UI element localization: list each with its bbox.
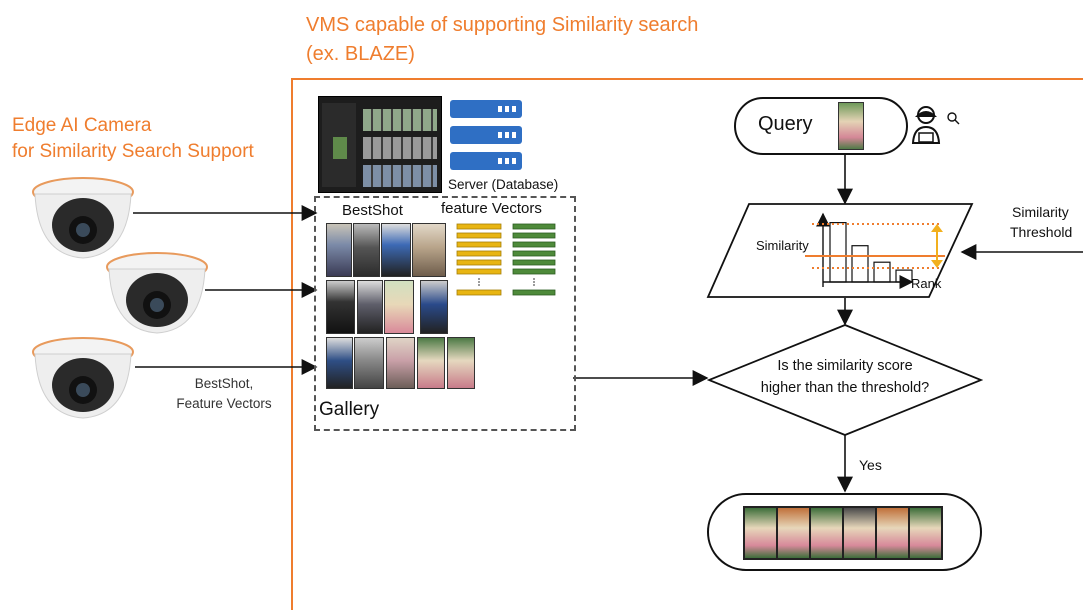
bestshot-image [326, 280, 355, 334]
vms-boundary [291, 78, 1083, 610]
bestshot-image [381, 223, 411, 277]
query-label: Query [758, 113, 813, 135]
bestshot-image [420, 280, 448, 334]
result-filmstrip [743, 506, 943, 560]
result-box [707, 493, 982, 571]
decision-text: Is the similarity score higher than the … [727, 355, 963, 399]
bestshot-image [386, 337, 415, 389]
decision-line1: Is the similarity score [777, 358, 913, 374]
yes-label: Yes [859, 457, 882, 473]
query-image [838, 102, 864, 150]
bestshot-image [384, 280, 414, 334]
dome-camera-3 [32, 337, 134, 419]
threshold-line2: Threshold [1010, 224, 1073, 240]
result-frame [910, 508, 941, 558]
user-search-icon [911, 106, 960, 144]
bestshot-label: BestShot [342, 202, 403, 219]
query-box [734, 97, 908, 155]
bestshot-image [326, 223, 352, 277]
similarity-bar [895, 269, 913, 283]
bestshot-image [412, 223, 446, 277]
decision-diamond [707, 324, 983, 436]
bestshot-image [357, 280, 383, 334]
vms-software-screenshot [318, 96, 442, 193]
similarity-bar [829, 222, 847, 283]
bestshot-image [447, 337, 475, 389]
vms-title-line2: (ex. BLAZE) [306, 43, 415, 65]
bestshot-image [353, 223, 380, 277]
feature-vector-bars [456, 223, 556, 296]
camera-arrow-label: BestShot, Feature Vectors [162, 374, 286, 414]
similarity-bar [851, 245, 869, 283]
dome-camera-2 [106, 252, 208, 334]
similarity-threshold-label: Similarity Threshold [1010, 202, 1073, 242]
gallery-box [314, 196, 576, 431]
vms-title: VMS capable of supporting Similarity sea… [306, 12, 698, 67]
result-frame [877, 508, 908, 558]
threshold-line1: Similarity [1012, 204, 1069, 220]
result-frame [844, 508, 875, 558]
result-frame [811, 508, 842, 558]
bestshot-image [326, 337, 353, 389]
result-frame [745, 508, 776, 558]
similarity-bar [873, 261, 891, 283]
similarity-axis-label: Similarity [756, 238, 809, 253]
bestshot-image [417, 337, 445, 389]
similarity-rank-chart [706, 203, 974, 298]
dome-camera-1 [32, 177, 134, 259]
camera-arrow-label-line1: BestShot, [194, 376, 254, 391]
vms-title-line1: VMS capable of supporting Similarity sea… [306, 14, 699, 36]
camera-arrow-label-line2: Feature Vectors [176, 396, 272, 411]
flow-arrows [133, 155, 1083, 493]
feature-vectors-label: feature Vectors [441, 200, 542, 217]
camera-title-line2: for Similarity Search Support [12, 141, 254, 162]
server-database-icon [450, 100, 522, 170]
server-label: Server (Database) [448, 177, 559, 192]
rank-axis-label: Rank [911, 276, 942, 291]
camera-section-title: Edge AI Camera for Similarity Search Sup… [12, 113, 254, 165]
camera-title-line1: Edge AI Camera [12, 115, 152, 136]
decision-line2: higher than the threshold? [760, 380, 930, 396]
gallery-label: Gallery [319, 399, 380, 420]
result-frame [778, 508, 809, 558]
bestshot-image [354, 337, 384, 389]
